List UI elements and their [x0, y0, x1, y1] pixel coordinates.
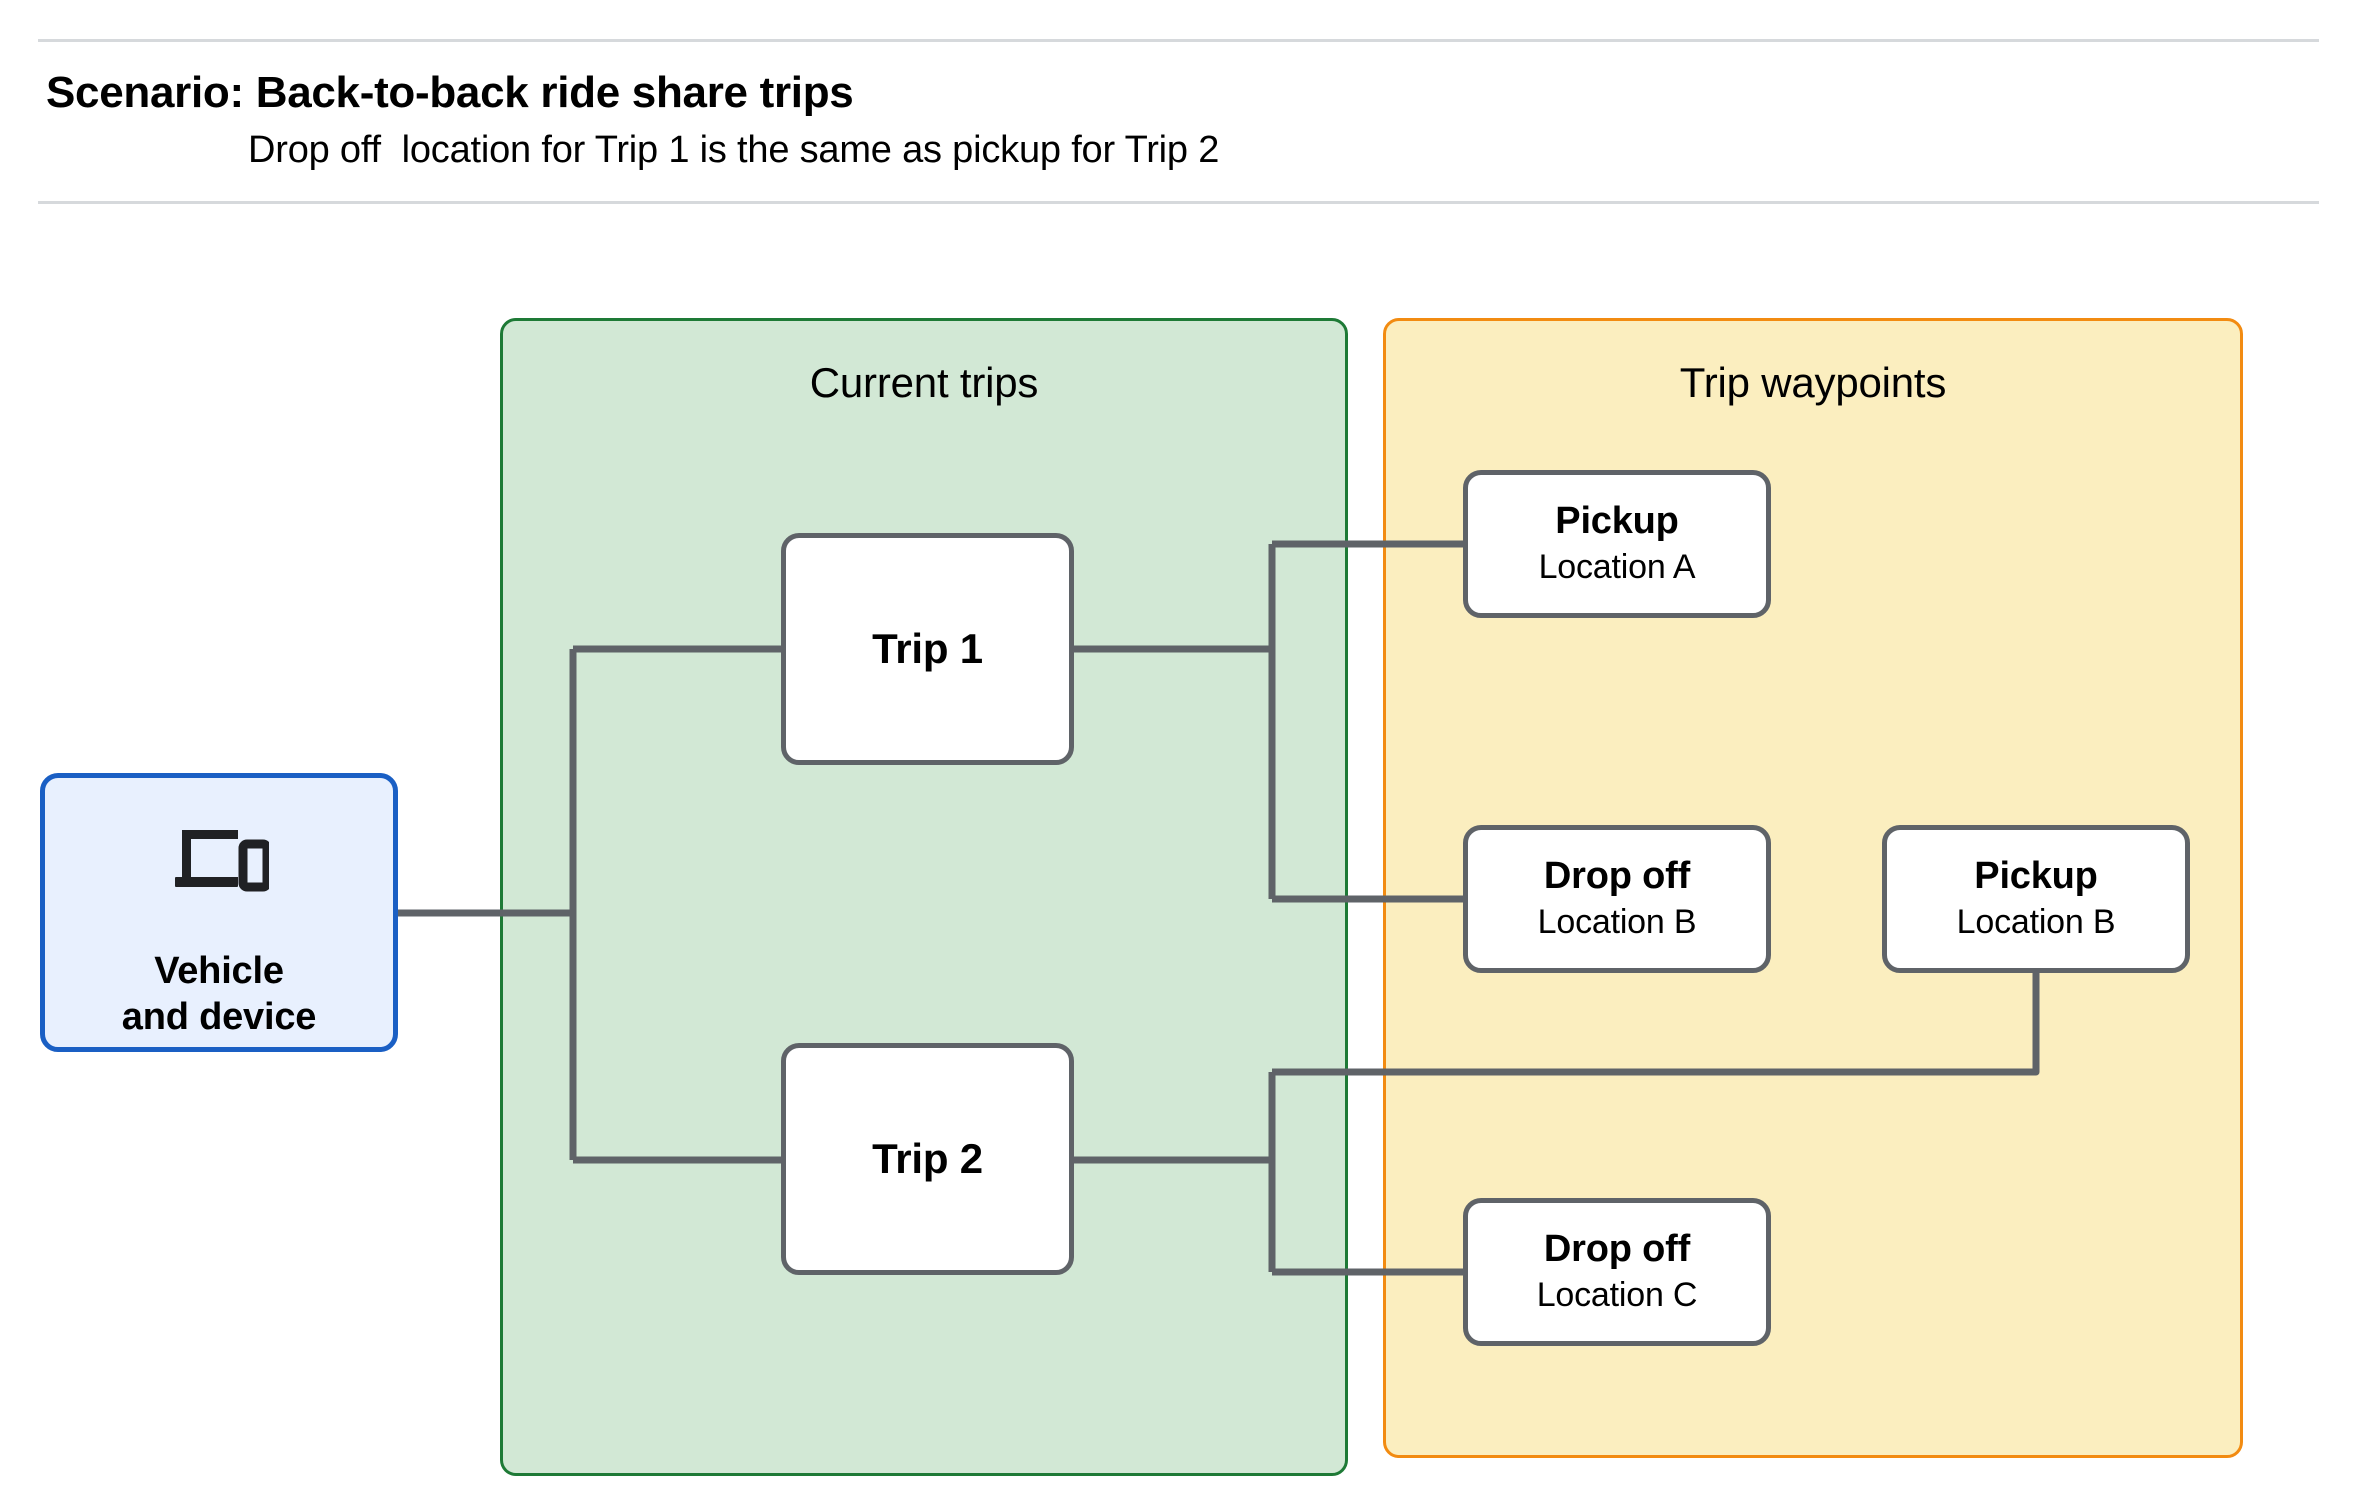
node-dropoff-location-c[interactable]: Drop off Location C: [1463, 1198, 1771, 1346]
node-pickup-b-subtitle: Location B: [1956, 903, 2116, 942]
node-vehicle-and-device[interactable]: Vehicle and device: [40, 773, 398, 1052]
header-divider-top: [38, 39, 2319, 42]
header-divider-bottom: [38, 201, 2319, 204]
node-trip-2-label: Trip 2: [872, 1134, 983, 1182]
header: Scenario: Back-to-back ride share trips …: [38, 39, 2319, 204]
page-title: Scenario: Back-to-back ride share trips: [46, 68, 854, 117]
panel-trip-waypoints-title: Trip waypoints: [1679, 359, 1947, 406]
node-pickup-a-title: Pickup: [1555, 499, 1679, 542]
laptop-and-phone-icon: [175, 830, 269, 892]
node-trip-1[interactable]: Trip 1: [781, 533, 1074, 765]
node-trip-2[interactable]: Trip 2: [781, 1043, 1074, 1275]
node-dropoff-b-title: Drop off: [1543, 854, 1691, 897]
node-trip-1-label: Trip 1: [872, 624, 983, 672]
page-subtitle: Drop off location for Trip 1 is the same…: [248, 129, 1220, 171]
node-pickup-location-a[interactable]: Pickup Location A: [1463, 470, 1771, 618]
node-pickup-location-b[interactable]: Pickup Location B: [1882, 825, 2190, 973]
node-pickup-a-subtitle: Location A: [1538, 548, 1696, 587]
node-dropoff-c-title: Drop off: [1543, 1227, 1691, 1270]
node-dropoff-location-b[interactable]: Drop off Location B: [1463, 825, 1771, 973]
panel-current-trips: Current trips: [500, 318, 1348, 1476]
panel-current-trips-title: Current trips: [809, 359, 1039, 406]
node-pickup-b-title: Pickup: [1974, 854, 2098, 897]
node-vehicle-label: Vehicle and device: [121, 950, 317, 1039]
node-dropoff-c-subtitle: Location C: [1536, 1276, 1698, 1315]
node-dropoff-b-subtitle: Location B: [1537, 903, 1697, 942]
